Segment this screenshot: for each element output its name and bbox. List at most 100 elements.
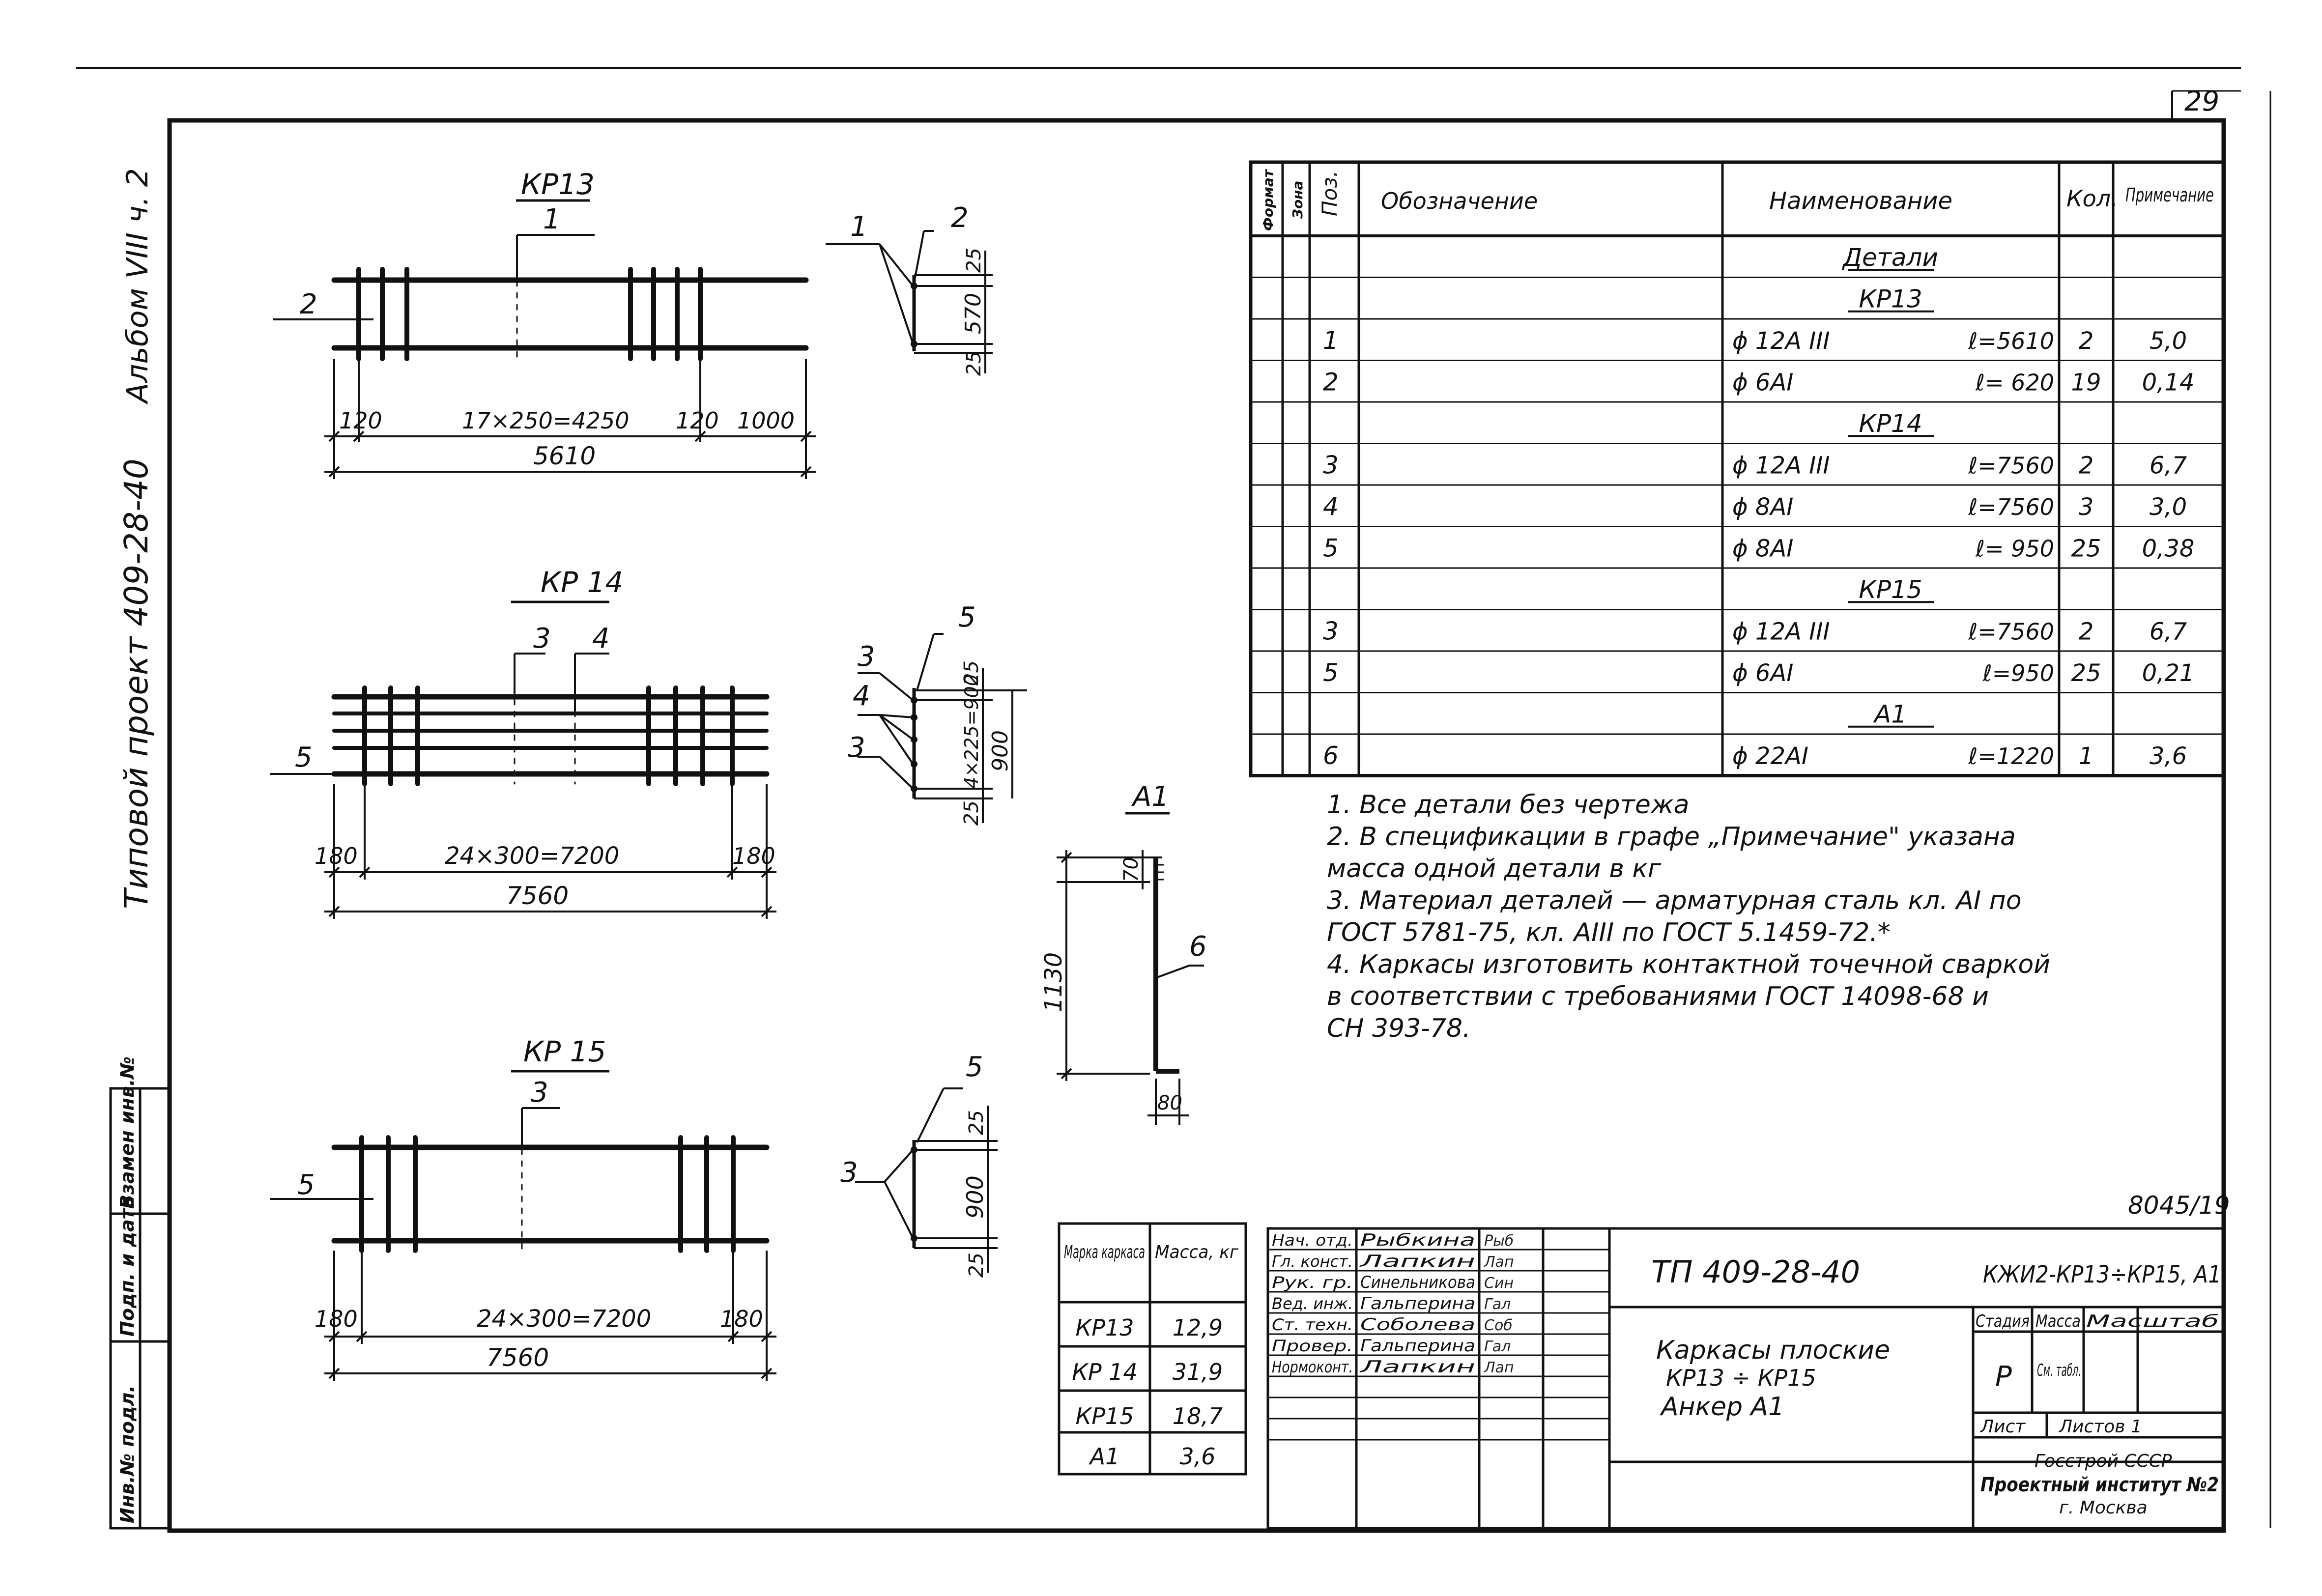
staff-signature: Лап — [1484, 1254, 1514, 1271]
kr15-dim-mid: 24×300=7200 — [477, 1305, 651, 1333]
spec-name: ϕ 12А III — [1732, 452, 1830, 479]
tb-mass-value: См. табл. — [2037, 1361, 2081, 1380]
section-kr13: 1 2 25 570 25 — [826, 202, 993, 376]
spec-pos: 3 — [1323, 451, 1339, 479]
kr14-sec-dim-top: 25 — [960, 660, 983, 685]
mass-value: 3,6 — [1179, 1443, 1215, 1470]
staff-role: Вед. инж. — [1272, 1294, 1353, 1313]
tb-sheet-code: КЖИ2-КР13÷КР15, А1 — [1983, 1261, 2221, 1288]
note-line-6: 4. Каркасы изготовить контактной точечно… — [1327, 950, 2050, 979]
kr13-sec-dim-bot: 25 — [963, 351, 985, 376]
spec-pos: 3 — [1323, 617, 1339, 645]
spec-note: 0,14 — [2142, 369, 2195, 396]
kr14-title: КР 14 — [541, 566, 623, 599]
spec-length: ℓ=1220 — [1968, 743, 2054, 770]
tb-stage-header: Стадия — [1976, 1311, 2030, 1331]
stamp-sign: Подп. и дата — [116, 1196, 138, 1337]
spec-length: ℓ= 620 — [1975, 369, 2054, 396]
kr14-dim-right: 180 — [732, 843, 775, 869]
note-line-5: ГОСТ 5781-75, кл. АIII по ГОСТ 5.1459-72… — [1327, 918, 1891, 947]
anchor-dim-top: 70 — [1120, 857, 1143, 882]
spec-length: ℓ=7560 — [1968, 494, 2054, 520]
staff-name: Лапкин — [1358, 1357, 1475, 1377]
kr14-sec-dim-mid: 4×225=900 — [961, 674, 982, 789]
spec-section-title: КР14 — [1859, 409, 1922, 438]
kr13-pos-1: 1 — [543, 203, 561, 235]
spec-header-note: Примечание — [2125, 184, 2214, 206]
spec-name: ϕ 8АI — [1732, 535, 1793, 562]
kr14-sec-dim-bot: 25 — [960, 800, 983, 826]
kr15-sec-label-5: 5 — [966, 1051, 983, 1083]
kr15-pos-5: 5 — [297, 1169, 315, 1201]
spec-table: Формат Зона Поз. Обозначение Наименовани… — [1249, 160, 2226, 777]
spec-note: 0,21 — [2142, 659, 2195, 687]
mass-mark: А1 — [1089, 1443, 1120, 1470]
page-number: 29 — [2184, 86, 2219, 117]
tb-project-code: ТП 409-28-40 — [1651, 1254, 1860, 1290]
anchor-pos-6: 6 — [1189, 931, 1207, 963]
spec-header-zone: Зона — [1290, 181, 1306, 219]
tb-title-line-1: Каркасы плоские — [1656, 1336, 1890, 1365]
mass-mark: КР15 — [1076, 1403, 1134, 1429]
mass-header-mass: Масса, кг — [1155, 1242, 1239, 1262]
tb-org-line-3: г. Москва — [2059, 1498, 2148, 1518]
spec-pos: 2 — [1323, 368, 1339, 396]
spec-qty: 3 — [2079, 493, 2094, 521]
staff-name: Синельникова — [1360, 1273, 1475, 1292]
kr13-dim-left: 120 — [339, 407, 382, 434]
spec-name: ϕ 12А III — [1732, 618, 1830, 645]
spec-header-qty: Кол. — [2066, 185, 2118, 212]
staff-role: Нормоконт. — [1272, 1358, 1353, 1376]
kr15-sec-label-3: 3 — [840, 1157, 858, 1189]
staff-name: Соболева — [1360, 1315, 1475, 1335]
spec-name: ϕ 6АI — [1732, 369, 1793, 396]
kr14-dim-total: 7560 — [506, 882, 569, 910]
spec-section-title: Детали — [1842, 243, 1938, 272]
kr15-dim-left: 180 — [315, 1306, 358, 1332]
kr14-sec-label-5: 5 — [958, 601, 976, 633]
tb-sheet-label: Лист — [1979, 1417, 2026, 1437]
staff-signature: Гал — [1484, 1296, 1511, 1313]
mass-value: 12,9 — [1173, 1314, 1223, 1341]
staff-signature: Гал — [1484, 1338, 1511, 1355]
kr14-pos-4: 4 — [592, 623, 610, 655]
album-label: Альбом VIII ч. 2 — [120, 168, 155, 405]
tb-title-line-3: Анкер А1 — [1660, 1392, 1784, 1422]
mass-mark: КР13 — [1076, 1314, 1134, 1341]
tb-sheets-label: Листов 1 — [2058, 1417, 2142, 1437]
kr14-sec-label-3b: 3 — [848, 732, 865, 764]
note-line-3: масса одной детали в кг — [1327, 854, 1662, 884]
spec-note: 6,7 — [2150, 452, 2187, 479]
frame-kr13: КР13 1 2 — [273, 168, 816, 479]
spec-section-row: КР14 — [1848, 409, 1934, 438]
sheet-border — [76, 67, 2271, 1533]
staff-name: Рыбкина — [1360, 1230, 1475, 1250]
spec-length: ℓ= 950 — [1975, 535, 2054, 562]
spec-note: 0,38 — [2142, 535, 2195, 562]
spec-note: 3,0 — [2150, 493, 2187, 521]
spec-header-designation: Обозначение — [1381, 188, 1538, 214]
anchor-title: А1 — [1131, 781, 1169, 813]
kr14-pos-3: 3 — [533, 623, 551, 655]
kr15-sec-dim-mid: 900 — [962, 1175, 988, 1219]
spec-name: ϕ 8АI — [1732, 493, 1793, 521]
kr14-dim-left: 180 — [315, 843, 358, 869]
anchor-dim-height: 1130 — [1040, 952, 1067, 1012]
staff-role: Гл. конст. — [1272, 1252, 1353, 1271]
spec-qty: 25 — [2071, 659, 2101, 687]
kr15-sec-dim-top: 25 — [965, 1110, 988, 1135]
kr15-sec-dim-bot: 25 — [965, 1253, 988, 1278]
kr15-pos-3: 3 — [531, 1077, 548, 1109]
